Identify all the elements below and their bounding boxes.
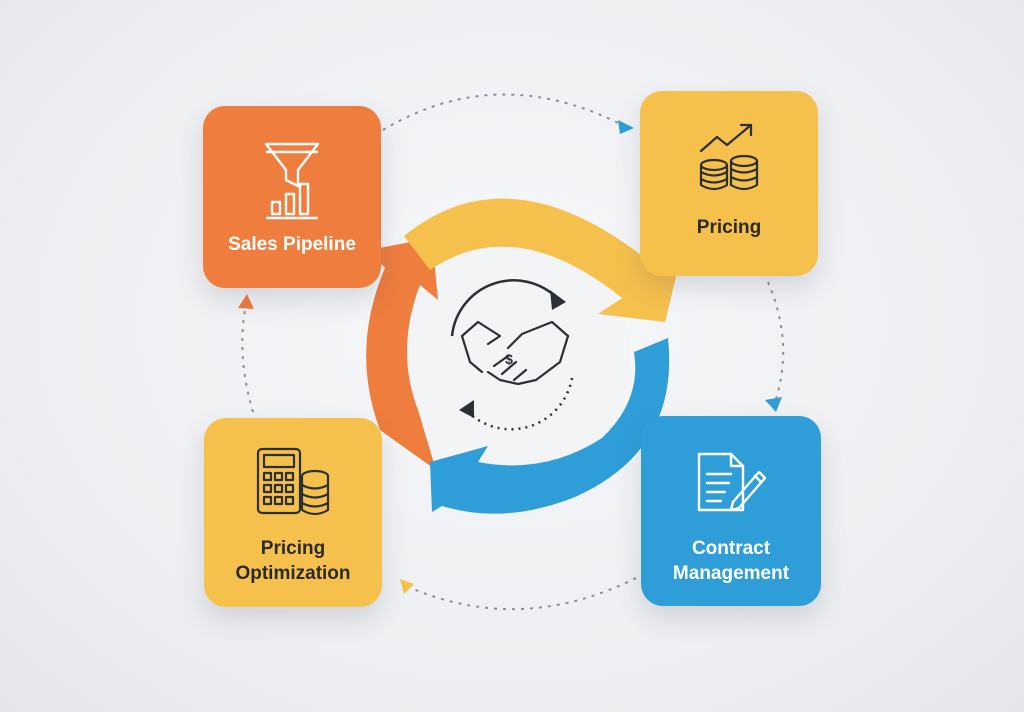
center-disc [394, 237, 630, 473]
inner-arrowhead-top [550, 290, 566, 310]
cycle-arrow-yellow [404, 198, 682, 322]
pricing-optimization-card: Pricing Optimization [204, 418, 382, 607]
pricing-card: Pricing [640, 91, 818, 276]
calculator-coins-icon [256, 447, 330, 516]
connector-arrowhead-sales [238, 294, 254, 309]
svg-text:$: $ [505, 351, 513, 367]
connector-sales-to-pricing [382, 93, 629, 131]
sales-pipeline-card: Sales Pipeline [203, 106, 381, 288]
connector-arrowhead-contract [765, 397, 782, 412]
connector-arrowhead-pricing [618, 120, 634, 134]
sales-pipeline-label: Sales Pipeline [228, 234, 356, 255]
inner-arrowhead-bottom [459, 400, 474, 418]
inner-arc-top [450, 279, 558, 337]
handshake-dollar-icon: $ [460, 320, 570, 386]
funnel-bar-chart-icon [264, 142, 320, 220]
cycle-arrow-orange [366, 238, 438, 470]
cycle-arrow-blue [430, 338, 670, 514]
contract-management-card: Contract Management [641, 416, 821, 606]
document-pen-icon [697, 452, 767, 512]
connector-arrowhead-optimization [400, 579, 414, 594]
growth-coins-icon [699, 123, 759, 191]
connector-optimization-to-sales [241, 303, 254, 413]
contract-management-label: Contract Management [672, 538, 790, 584]
connector-pricing-to-contract [767, 281, 785, 406]
pricing-label: Pricing [696, 217, 762, 238]
connector-contract-to-optimization [405, 577, 637, 611]
pricing-optimization-label: Pricing Optimization [235, 538, 351, 584]
